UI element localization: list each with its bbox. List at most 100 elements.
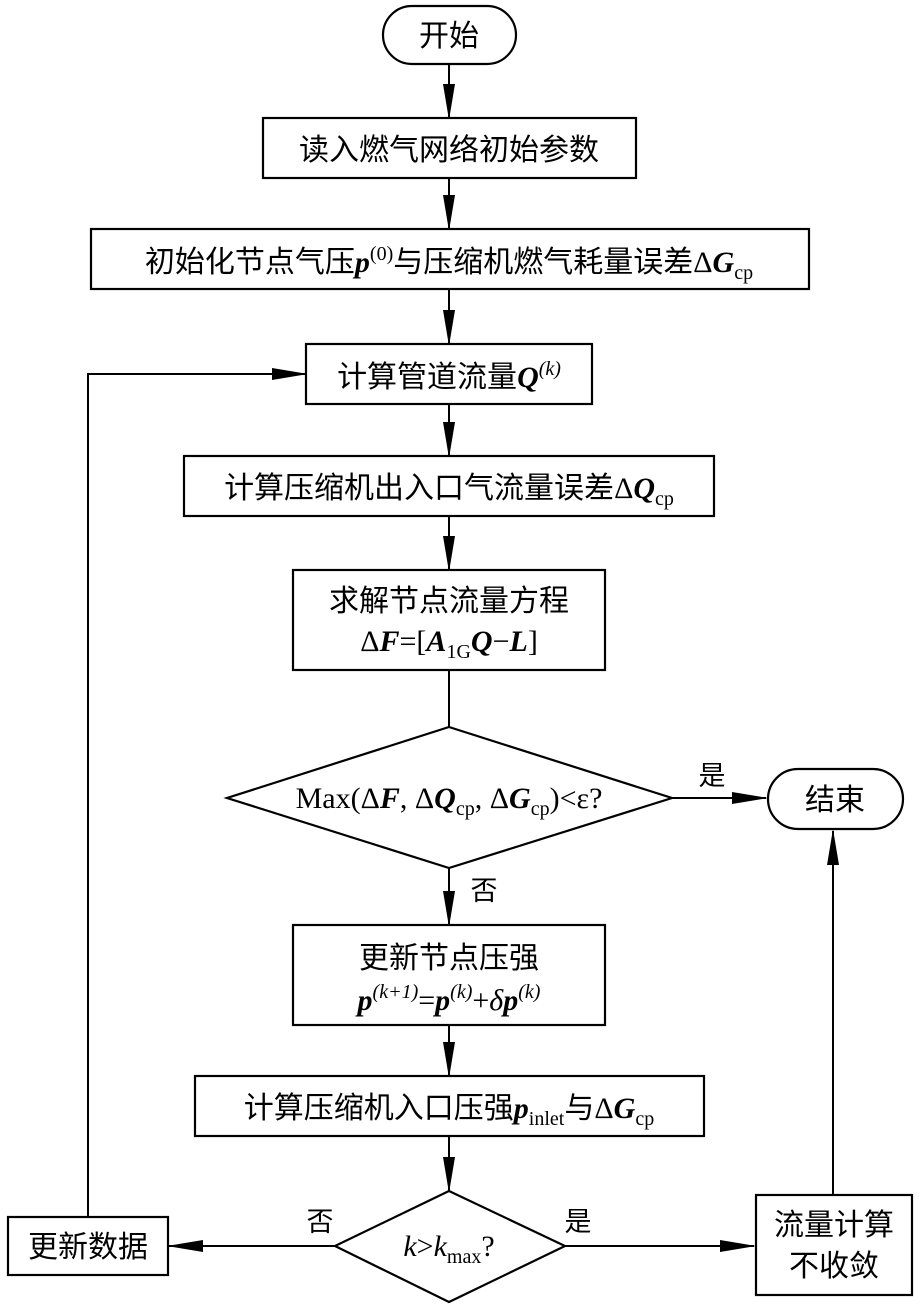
calc-comp-err-node: 计算压缩机出入口气流量误差ΔQcp (182, 454, 716, 518)
check-k-label: k>kmax? (403, 1230, 494, 1268)
check-conv-node: Max(ΔF, ΔQcp, ΔGcp)<ε? (223, 725, 676, 870)
ci-var-g: G (614, 1092, 636, 1125)
ci-sub-inlet: inlet (529, 1108, 565, 1130)
calc-inlet-label: 计算压缩机入口压强pinlet与ΔGcp (244, 1091, 654, 1130)
calc-comp-err-delta: Δ (614, 472, 633, 505)
cc-d2: Δ (415, 782, 434, 815)
cc-prefix: Max( (296, 782, 361, 815)
calc-comp-err-text: 计算压缩机出入口气流量误差 (224, 471, 614, 506)
up-p1: p (355, 984, 373, 1017)
solve-box (291, 568, 607, 672)
end-label: 结束 (805, 783, 865, 818)
check-k-diamond (332, 1189, 568, 1304)
update-pressure-equation: p(k+1)=p(k)+δp(k) (355, 981, 541, 1017)
up-p3: p (500, 984, 518, 1017)
init-label: 初始化节点气压p(0)与压缩机燃气耗量误差ΔGcp (145, 243, 753, 284)
ck-k1: k (403, 1230, 417, 1263)
ck-gt: > (417, 1230, 434, 1263)
solve-eq-minus: − (493, 625, 510, 658)
check-k-node: k>kmax? (332, 1189, 568, 1304)
calc-flow-text: 计算管道流量 (337, 360, 517, 395)
read-params-node: 读入燃气网络初始参数 (261, 116, 638, 180)
calc-inlet-box (193, 1074, 706, 1138)
cc-g: G (509, 782, 531, 815)
update-data-label: 更新数据 (28, 1230, 148, 1265)
solve-eq-a: A (424, 625, 446, 658)
edge-label-conv-yes: 是 (699, 761, 726, 792)
ci-delta: Δ (594, 1092, 613, 1125)
init-box (89, 227, 811, 291)
not-converge-line2: 不收敛 (789, 1249, 879, 1284)
cc-d3: Δ (490, 782, 509, 815)
up-sup2: (k) (450, 981, 473, 1003)
update-pressure-label: 更新节点压强 (359, 941, 539, 976)
update-pressure-box (291, 923, 607, 1027)
not-converge-line1: 流量计算 (774, 1208, 894, 1243)
ci-var-p: p (511, 1092, 529, 1125)
up-eq: = (418, 984, 435, 1017)
update-data-box (6, 1215, 170, 1277)
calc-flow-sup-k: (k) (539, 358, 562, 380)
edge-label-conv-no: 否 (471, 876, 498, 907)
ci-sub-cp: cp (635, 1108, 654, 1130)
solve-eq-eq: =[ (400, 625, 427, 658)
solve-eq-q: Q (471, 625, 493, 658)
cc-cp1: cp (456, 798, 475, 820)
calc-flow-var-q: Q (517, 361, 539, 394)
ck-q: ? (481, 1230, 494, 1263)
ck-k2: k (434, 1230, 448, 1263)
calc-inlet-node: 计算压缩机入口压强pinlet与ΔGcp (193, 1074, 706, 1138)
not-converge-box (754, 1193, 914, 1297)
solve-eq-close: ] (528, 625, 538, 658)
solve-eq-f: F (378, 625, 399, 658)
edge-label-k-yes: 是 (565, 1207, 592, 1238)
calc-flow-node: 计算管道流量Q(k) (304, 342, 594, 406)
read-params-label: 读入燃气网络初始参数 (299, 133, 599, 168)
start-label: 开始 (419, 19, 479, 54)
calc-flow-label: 计算管道流量Q(k) (337, 358, 561, 395)
start-node: 开始 (381, 4, 518, 66)
edge-updatedata-flow (87, 368, 308, 1217)
calc-comp-err-sub: cp (655, 488, 674, 510)
ci-text: 计算压缩机入口压强 (244, 1091, 514, 1126)
up-sup3: (k) (518, 981, 541, 1003)
start-terminator (381, 4, 518, 66)
cc-q: Q (434, 782, 456, 815)
read-params-box (261, 116, 638, 180)
calc-comp-err-box (182, 454, 716, 518)
up-delta: δ (489, 984, 504, 1017)
calc-flow-box (304, 342, 594, 406)
update-data-node: 更新数据 (6, 1215, 170, 1277)
check-conv-diamond (223, 725, 676, 870)
init-node: 初始化节点气压p(0)与压缩机燃气耗量误差ΔGcp (89, 227, 811, 291)
cc-cp2: cp (531, 798, 550, 820)
edges (87, 64, 839, 1252)
init-text-2: 与压缩机燃气耗量误差 (393, 245, 693, 280)
solve-eq-delta: Δ (360, 625, 379, 658)
ck-sub-max: max (447, 1246, 481, 1268)
end-terminator (766, 767, 905, 831)
init-var-p: p (352, 246, 370, 279)
up-sup1: (k+1) (373, 981, 419, 1003)
edge-label-k-no: 否 (307, 1207, 334, 1238)
check-conv-label: Max(ΔF, ΔQcp, ΔGcp)<ε? (296, 782, 603, 820)
init-var-g: G (713, 246, 735, 279)
up-plus: + (472, 984, 489, 1017)
solve-equation: ΔF=[A1GQ−L] (360, 625, 538, 663)
init-sup: (0) (370, 243, 393, 265)
cc-suffix: )<ε? (550, 782, 603, 815)
solve-eq-l: L (508, 625, 527, 658)
init-text-1: 初始化节点气压 (145, 245, 355, 280)
cc-sep2: , (475, 782, 490, 815)
init-delta: Δ (693, 246, 712, 279)
init-sub-cp: cp (734, 262, 753, 284)
solve-node: 求解节点流量方程 ΔF=[A1GQ−L] (291, 568, 607, 672)
ci-mid: 与 (564, 1091, 594, 1126)
cc-sep1: , (400, 782, 415, 815)
calc-comp-err-label: 计算压缩机出入口气流量误差ΔQcp (224, 471, 674, 510)
calc-comp-err-var-q: Q (633, 472, 655, 505)
solve-label: 求解节点流量方程 (329, 584, 569, 619)
not-converge-node: 流量计算 不收敛 (754, 1193, 914, 1297)
end-node: 结束 (766, 767, 905, 831)
